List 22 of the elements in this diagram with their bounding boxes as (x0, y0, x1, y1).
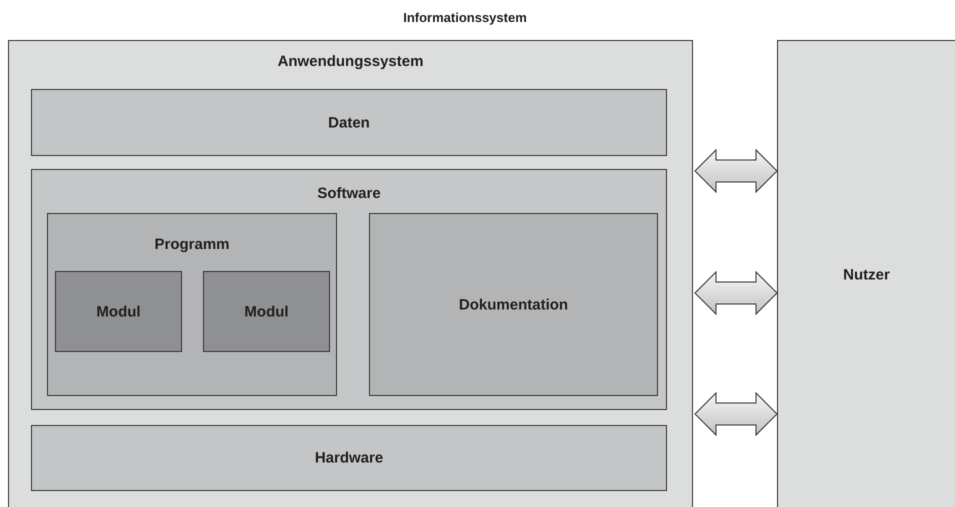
box-label: Modul (95, 303, 142, 320)
box-label: Hardware (314, 450, 384, 466)
box-label: Modul (243, 303, 290, 320)
box-label: Daten (327, 114, 371, 131)
double-arrow (694, 270, 778, 316)
group-panel (47, 213, 337, 396)
double-arrow (694, 392, 778, 436)
box-label: Programm (153, 236, 231, 253)
group-panel (31, 169, 667, 410)
component-box (55, 271, 182, 352)
box-label: Anwendungssystem (276, 53, 424, 70)
system-panel (8, 40, 693, 507)
diagram-title: Informationssystem (402, 10, 528, 25)
component-box (203, 271, 330, 352)
component-box (31, 425, 667, 491)
box-label: Software (316, 185, 382, 202)
component-box (369, 213, 658, 396)
component-box (31, 89, 667, 156)
double-arrow (694, 148, 778, 194)
box-label: Nutzer (842, 266, 891, 283)
box-label: Dokumentation (458, 296, 570, 313)
actor-panel (777, 40, 955, 507)
